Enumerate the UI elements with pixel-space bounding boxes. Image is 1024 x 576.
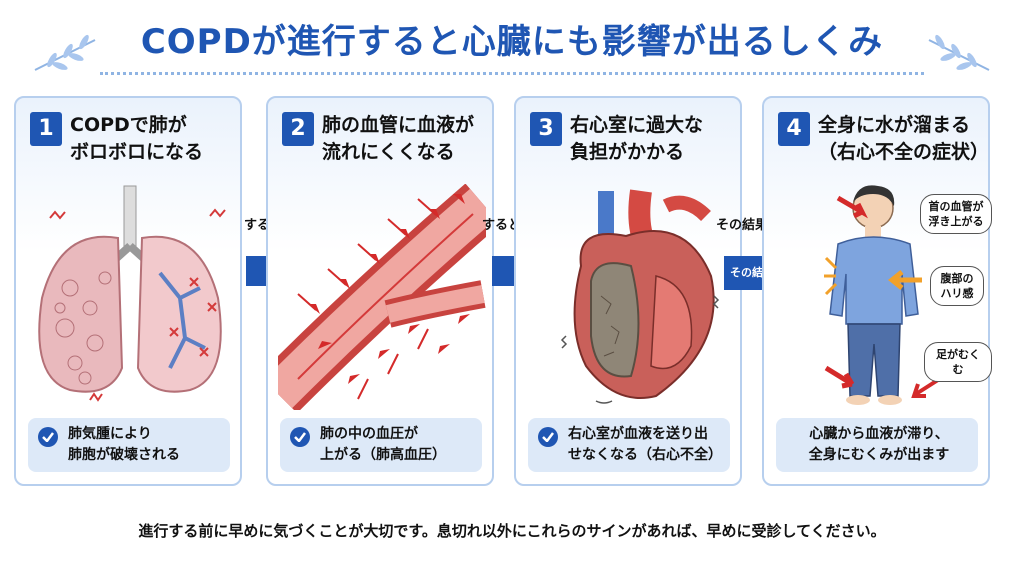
step-number: 4 bbox=[778, 112, 810, 146]
step-title-line: （右心不全の症状） bbox=[818, 141, 990, 163]
bubble-line: ハリ感 bbox=[940, 287, 974, 300]
step-caption: 肺気腫により 肺胞が破壊される bbox=[28, 418, 230, 472]
step-title-line: ボロボロになる bbox=[70, 141, 204, 163]
step-title: 全身に水が溜まる （右心不全の症状） bbox=[818, 112, 990, 166]
left-leaf-icon bbox=[34, 34, 96, 71]
step-number: 2 bbox=[282, 112, 314, 146]
leg-pointer-arrow-icon bbox=[911, 378, 940, 398]
leg-pointer-arrow-icon bbox=[824, 365, 855, 389]
step-title-line: 負担がかかる bbox=[570, 141, 685, 163]
step-title: 右心室に過大な 負担がかかる bbox=[570, 112, 740, 166]
step-2-panel: 2 肺の血管に血液が 流れにくくなる 肺の中の血圧が 上がる（肺高血圧） bbox=[266, 96, 494, 486]
step-number: 1 bbox=[30, 112, 62, 146]
caption-line: せなくなる（右心不全） bbox=[568, 447, 722, 463]
step-title: COPDで肺が ボロボロになる bbox=[70, 112, 240, 166]
step-title-line: 全身に水が溜まる bbox=[818, 114, 971, 136]
title-divider bbox=[100, 72, 924, 75]
bubble-line: 首の血管が bbox=[928, 200, 984, 213]
bubble-line: 浮き上がる bbox=[928, 215, 984, 228]
abdomen-pointer-arrow-icon bbox=[888, 270, 922, 290]
step-4-panel: 4 全身に水が溜まる （右心不全の症状） 首の血管が 浮き上がる 腹部の ハリ感… bbox=[762, 96, 992, 486]
bubble-line: 腹部の bbox=[940, 272, 974, 285]
heart-illustration bbox=[560, 189, 720, 404]
caption-line: 全身にむくみが出ます bbox=[808, 447, 950, 463]
footer-note: 進行する前に早めに気づくことが大切です。息切れ以外にこれらのサインがあれば、早め… bbox=[138, 522, 886, 540]
caption-line: 心臓から血液が滞り、 bbox=[809, 426, 949, 442]
person-illustration bbox=[829, 185, 919, 405]
abdomen-burst-icon bbox=[824, 256, 838, 296]
check-icon bbox=[38, 427, 58, 447]
caption-line: 肺の中の血圧が bbox=[320, 426, 418, 442]
blood-vessel-illustration bbox=[278, 184, 486, 410]
symptom-bubble-neck: 首の血管が 浮き上がる bbox=[920, 194, 992, 234]
check-icon bbox=[538, 427, 558, 447]
step-title-line: 肺の血管に血液が bbox=[322, 114, 475, 136]
lungs-illustration bbox=[38, 185, 226, 402]
right-leaf-icon bbox=[928, 34, 990, 71]
check-icon bbox=[290, 427, 310, 447]
step-caption: 右心室が血液を送り出 せなくなる（右心不全） bbox=[528, 418, 730, 472]
caption-line: 右心室が血液を送り出 bbox=[568, 426, 708, 442]
symptom-bubble-belly: 腹部の ハリ感 bbox=[930, 266, 984, 306]
step-caption: 肺の中の血圧が 上がる（肺高血圧） bbox=[280, 418, 482, 472]
page-title: COPDが進行すると心臓にも影響が出るしくみ bbox=[140, 22, 884, 62]
step-title-line: COPDで肺が bbox=[70, 114, 187, 136]
step-title-line: 右心室に過大な bbox=[570, 114, 704, 136]
caption-line: 肺胞が破壊される bbox=[68, 447, 180, 463]
symptom-bubble-legs: 足がむくむ bbox=[924, 342, 992, 382]
caption-line: 上がる（肺高血圧） bbox=[320, 447, 446, 463]
step-title-line: 流れにくくなる bbox=[322, 141, 455, 163]
caption-line: 肺気腫により bbox=[68, 426, 152, 442]
step-title: 肺の血管に血液が 流れにくくなる bbox=[322, 112, 492, 166]
step-number: 3 bbox=[530, 112, 562, 146]
step-caption: 心臓から血液が滞り、 全身にむくみが出ます bbox=[776, 418, 978, 472]
neck-pointer-arrow-icon bbox=[836, 195, 868, 219]
step-1-panel: 1 COPDで肺が ボロボロになる 肺気腫により 肺胞が破壊される bbox=[14, 96, 242, 486]
step-3-panel: 3 右心室に過大な 負担がかかる 右心室が血液を送り出 せなくなる（右心不全） bbox=[514, 96, 742, 486]
